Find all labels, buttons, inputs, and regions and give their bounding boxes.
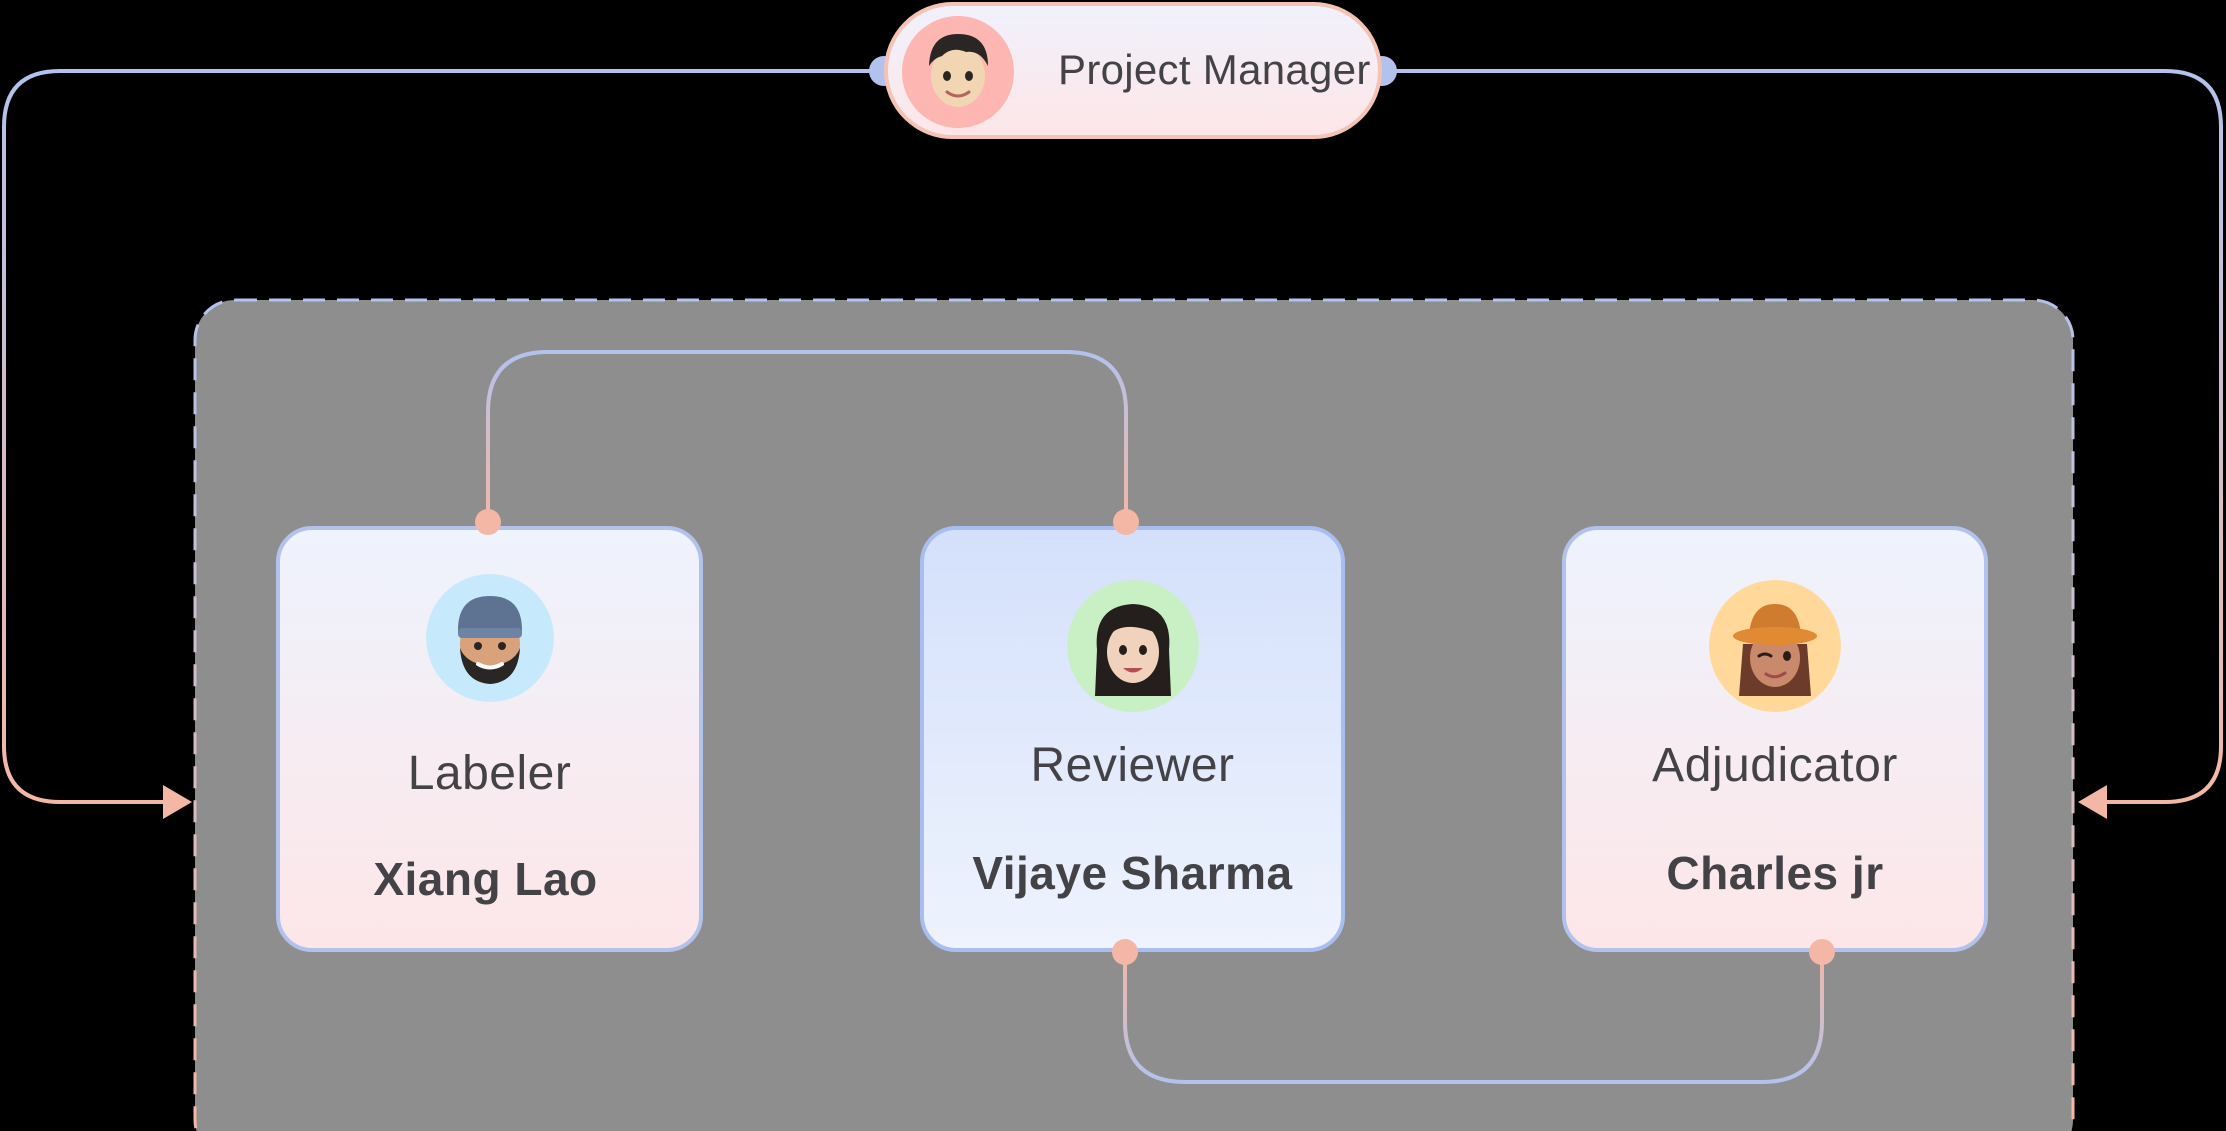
memoji-woman-dark-hair-icon: [1066, 580, 1199, 712]
reviewer-role-label: Reviewer: [1030, 739, 1235, 792]
memoji-woman-bucket-hat-icon: [1709, 580, 1841, 712]
pm-to-group-left-connector: [2, 69, 884, 804]
adjudicator-role-label: Adjudicator: [1652, 739, 1898, 792]
labeler-name: Xiang Lao: [373, 853, 598, 905]
reviewer-card[interactable]: Reviewer Vijaye Sharma: [920, 526, 1345, 952]
labeler-role-label: Labeler: [407, 747, 572, 800]
pm-to-group-right-connector: [1382, 69, 2223, 804]
project-manager-node[interactable]: Project Manager: [884, 2, 1382, 139]
memoji-bearded-man-beanie-icon: [425, 574, 554, 702]
left-arrowhead-icon: [163, 785, 192, 819]
labeler-card[interactable]: Labeler Xiang Lao: [276, 526, 703, 952]
labeler-reviewer-connector: [486, 350, 1128, 522]
reviewer-adjudicator-connector: [1123, 952, 1824, 1084]
adjudicator-card[interactable]: Adjudicator Charles jr: [1562, 526, 1988, 952]
project-manager-title: Project Manager: [1058, 46, 1371, 93]
adjudicator-name: Charles jr: [1666, 847, 1884, 899]
reviewer-name: Vijaye Sharma: [972, 847, 1293, 899]
memoji-man-dark-hair-icon: [902, 16, 1014, 128]
right-arrowhead-icon: [2078, 785, 2107, 819]
